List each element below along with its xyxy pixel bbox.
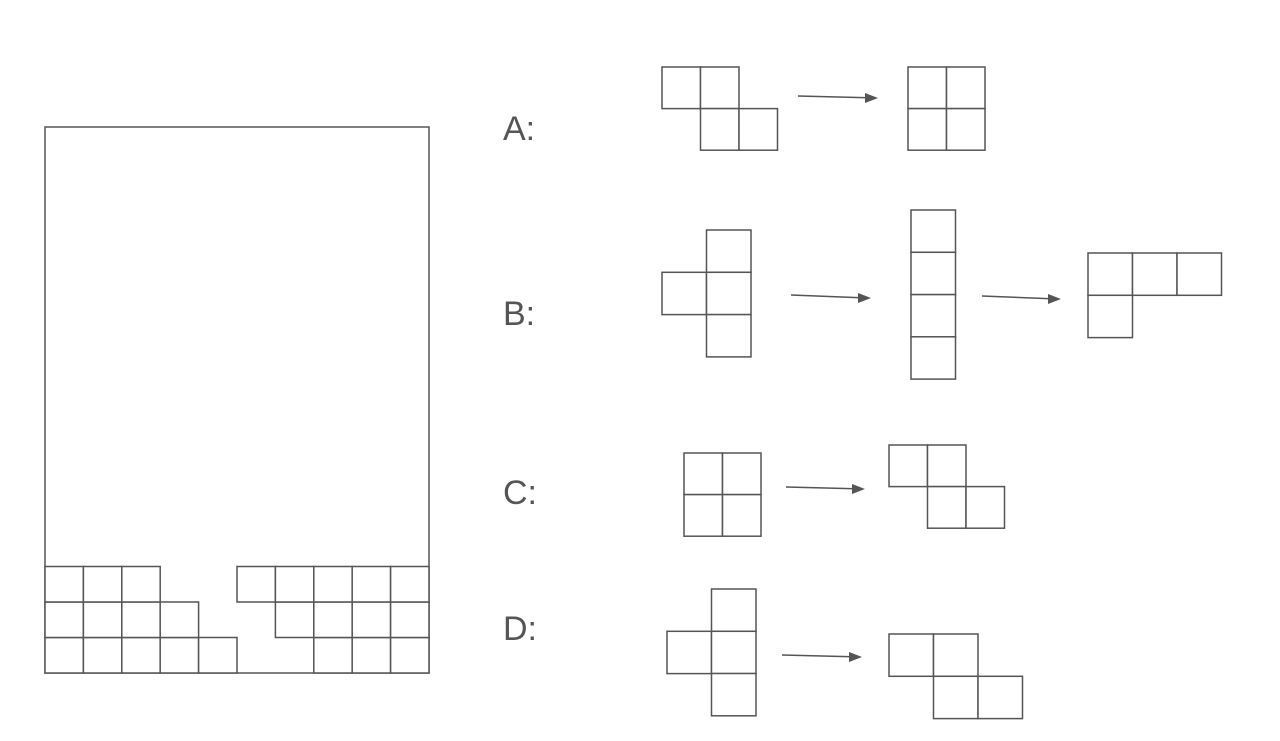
board-cell xyxy=(82,601,123,639)
board-cell xyxy=(82,565,123,603)
option-a-piece-1 xyxy=(661,66,779,151)
board-cell xyxy=(313,636,353,674)
option-b-piece-2 xyxy=(910,209,957,380)
piece-cell xyxy=(683,452,724,496)
piece-cell xyxy=(705,271,752,316)
piece-cell xyxy=(1087,294,1134,339)
board-cell xyxy=(197,636,238,674)
arrow-head xyxy=(849,652,862,662)
board-cell xyxy=(351,636,392,674)
piece-cell xyxy=(661,66,702,110)
arrow-shaft xyxy=(790,294,862,299)
piece-cell xyxy=(661,271,708,316)
board-cell xyxy=(351,565,392,603)
option-b-sequence[interactable] xyxy=(661,209,1223,380)
board-cell xyxy=(313,565,353,603)
piece-cell xyxy=(977,675,1024,720)
option-d-sequence[interactable] xyxy=(666,588,1024,720)
option-a-label[interactable]: A: xyxy=(503,110,535,148)
piece-cell xyxy=(907,66,948,110)
board-cell xyxy=(159,601,200,639)
piece-cell xyxy=(888,444,929,488)
option-pieces xyxy=(661,66,1223,720)
piece-cell xyxy=(705,313,752,358)
arrow-shaft xyxy=(981,295,1052,300)
option-c-piece-2 xyxy=(888,444,1006,529)
piece-cell xyxy=(699,66,740,110)
board-cell xyxy=(82,636,123,674)
piece-cell xyxy=(1087,252,1134,297)
piece-cell xyxy=(926,444,967,488)
arrow-head xyxy=(858,293,871,303)
board-cell xyxy=(121,601,161,639)
board-cell xyxy=(121,636,161,674)
piece-cell xyxy=(710,588,757,633)
option-b-piece-3 xyxy=(1087,252,1223,339)
board-cell xyxy=(44,601,85,639)
board-cell xyxy=(44,565,85,603)
piece-cell xyxy=(910,293,957,338)
piece-cell xyxy=(888,633,935,678)
piece-cell xyxy=(1176,252,1223,297)
board-cell xyxy=(236,565,277,603)
piece-cell xyxy=(932,675,979,720)
piece-cell xyxy=(965,485,1006,529)
option-b-piece-1 xyxy=(661,229,752,358)
piece-cell xyxy=(710,672,757,717)
option-d-piece-1 xyxy=(666,588,757,717)
transform-arrow-icon xyxy=(797,93,878,103)
arrow-head xyxy=(852,484,865,494)
option-b-label[interactable]: B: xyxy=(503,295,535,333)
option-c-label[interactable]: C: xyxy=(503,474,537,512)
board-cell xyxy=(351,601,392,639)
board-cell xyxy=(389,565,430,603)
board-cell xyxy=(274,601,315,639)
piece-cell xyxy=(705,229,752,274)
arrow-head xyxy=(865,93,878,103)
board-cell xyxy=(121,565,161,603)
option-d-label[interactable]: D: xyxy=(503,610,537,648)
piece-cell xyxy=(907,107,948,151)
board-stack xyxy=(44,565,430,674)
tetris-board xyxy=(44,126,430,674)
board-cell xyxy=(44,636,85,674)
arrow-head xyxy=(1048,294,1061,304)
option-c-piece-1 xyxy=(683,452,762,537)
arrow-shaft xyxy=(785,486,856,490)
board-cell xyxy=(274,565,315,603)
option-d-piece-2 xyxy=(888,633,1024,720)
board-cell xyxy=(389,636,430,674)
piece-cell xyxy=(738,107,779,151)
piece-cell xyxy=(1131,252,1178,297)
piece-cell xyxy=(910,209,957,254)
transform-arrow-icon xyxy=(781,652,862,662)
option-a-piece-2 xyxy=(907,66,986,151)
piece-cell xyxy=(666,630,713,675)
piece-cell xyxy=(710,630,757,675)
arrow-shaft xyxy=(797,95,869,99)
piece-cell xyxy=(721,493,762,537)
piece-cell xyxy=(932,633,979,678)
piece-cell xyxy=(699,107,740,151)
piece-cell xyxy=(945,107,986,151)
piece-cell xyxy=(910,336,957,380)
option-a-sequence[interactable] xyxy=(661,66,986,151)
piece-cell xyxy=(945,66,986,110)
transform-arrow-icon xyxy=(785,484,865,494)
piece-cell xyxy=(926,485,967,529)
piece-cell xyxy=(910,251,957,296)
transform-arrow-icon xyxy=(790,293,871,303)
option-c-sequence[interactable] xyxy=(683,444,1006,537)
board-cell xyxy=(159,636,200,674)
piece-cell xyxy=(683,493,724,537)
piece-cell xyxy=(721,452,762,496)
board-cell xyxy=(313,601,353,639)
arrow-shaft xyxy=(781,654,853,658)
transform-arrow-icon xyxy=(981,294,1061,304)
board-cell xyxy=(389,601,430,639)
